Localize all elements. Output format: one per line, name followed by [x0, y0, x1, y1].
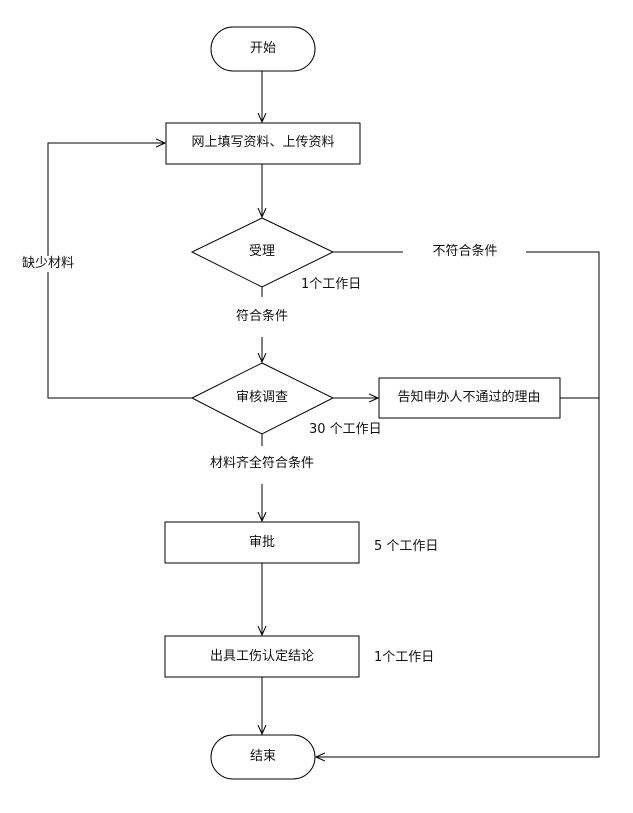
approve-days-label: 5 个工作日 — [374, 539, 439, 554]
notify-label: 告知申办人不通过的理由 — [397, 390, 541, 405]
fill-info-box — [165, 122, 361, 165]
complete-eligible-label: 材料齐全符合条件 — [209, 456, 315, 471]
accept-label: 受理 — [248, 244, 276, 259]
approve-box — [164, 521, 360, 564]
missing-materials-label: 缺少材料 — [19, 256, 77, 272]
accept-days-label: 1个工作日 — [301, 277, 362, 292]
conclusion-days-label: 1个工作日 — [374, 650, 435, 665]
not-eligible-label: 不符合条件 — [432, 244, 498, 259]
arrow-not-eligible-to-end — [316, 251, 600, 757]
eligible-label: 符合条件 — [235, 309, 289, 324]
approve-label: 审批 — [248, 535, 276, 550]
review-label: 审核调查 — [235, 390, 289, 405]
review-days-label: 30 个工作日 — [309, 422, 382, 437]
fill-info-label: 网上填写资料、上传资料 — [191, 135, 335, 150]
end-label: 结束 — [249, 749, 277, 764]
start-node — [210, 26, 316, 72]
start-label: 开始 — [249, 41, 277, 56]
conclusion-box — [164, 635, 360, 678]
notify-box — [378, 377, 561, 419]
conclusion-label: 出具工伤认定结论 — [209, 649, 315, 664]
